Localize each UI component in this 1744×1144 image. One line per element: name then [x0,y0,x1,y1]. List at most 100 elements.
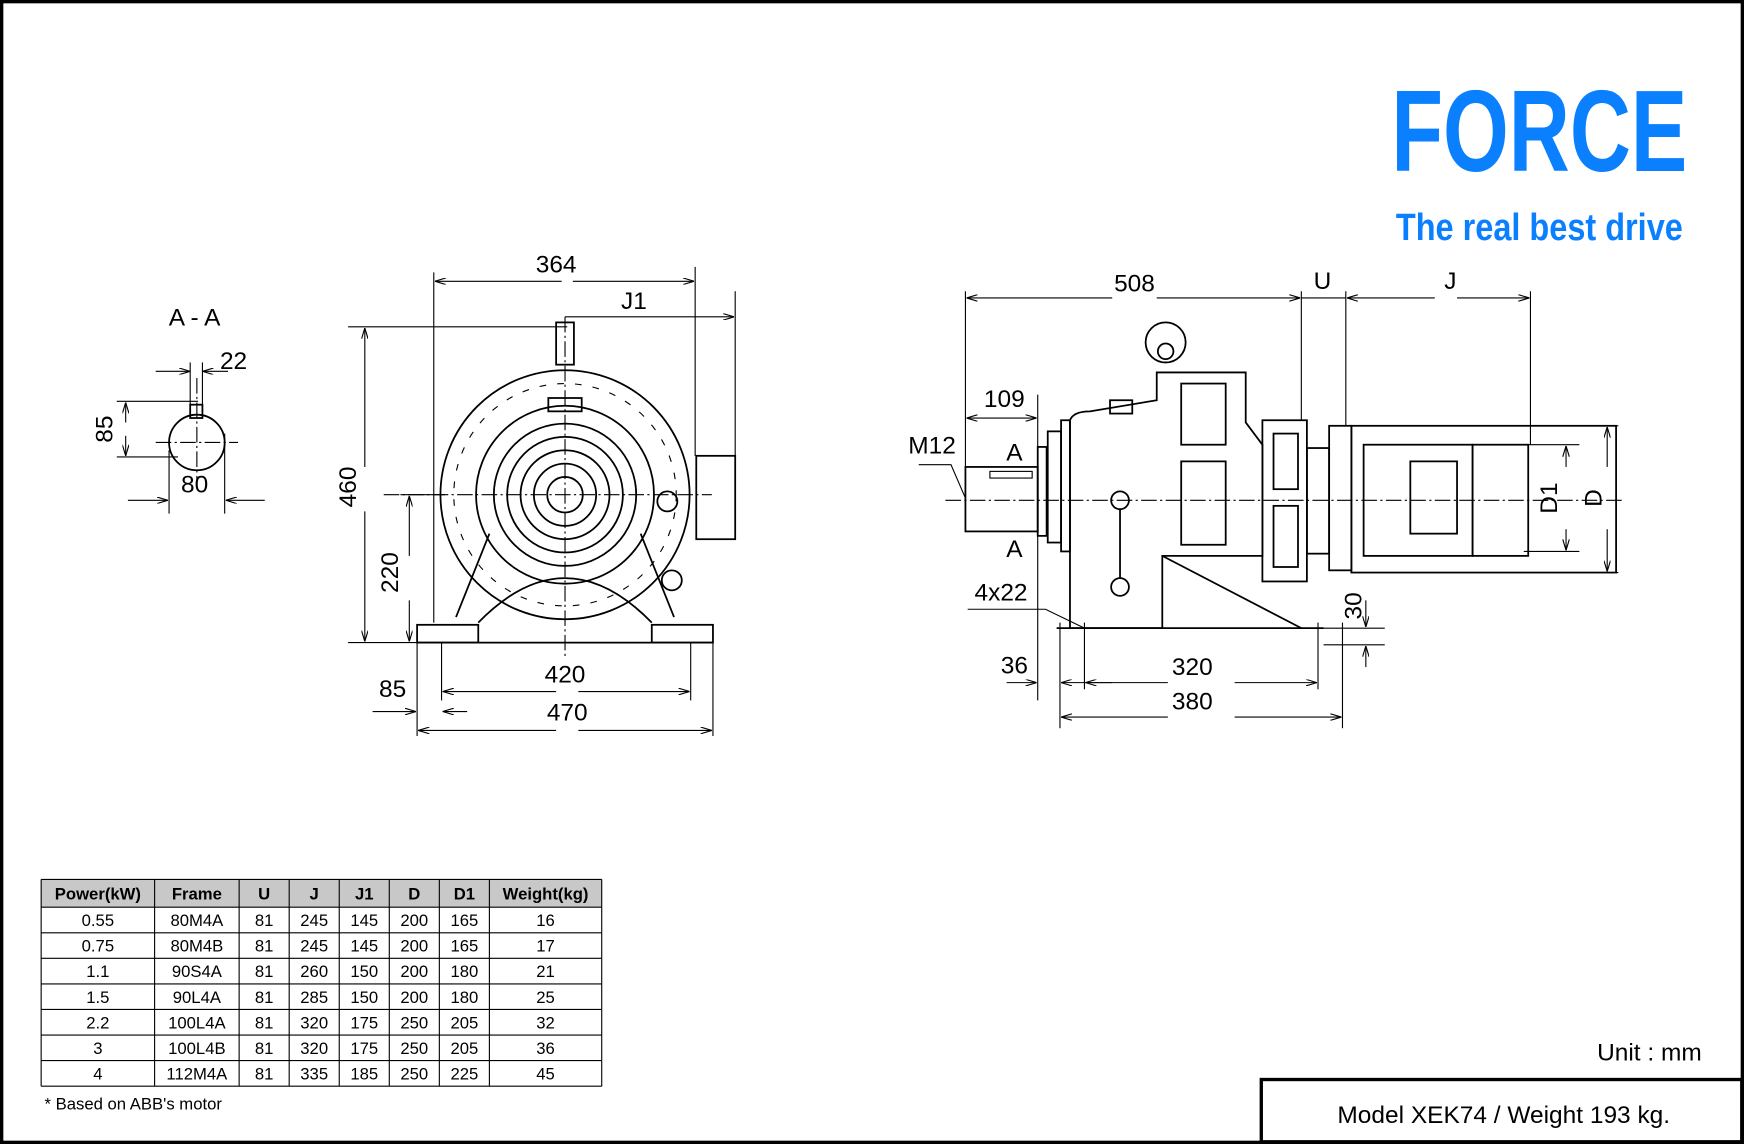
table-cell: 320 [300,1039,328,1058]
unit-label: Unit : mm [1597,1040,1702,1067]
spec-table: Power(kW) Frame U J J1 D D1 Weight(kg) 0.55 80M4A… [40,878,603,1087]
table-cell: 4 [93,1065,102,1084]
table-cell: 32 [536,1013,555,1032]
dim-front-width: 364 [536,251,577,278]
section-label: A - A [169,305,221,332]
table-cell: 145 [350,937,378,956]
table-cell: 150 [350,962,378,981]
front-view: 364 J1 460 220 420 470 85 [335,251,737,736]
table-cell: 17 [536,937,555,956]
table-header-cell: U [258,884,270,903]
table-cell: 0.75 [82,937,114,956]
dim-foot-inner: 320 [1172,654,1213,681]
table-cell: 200 [400,988,428,1007]
logo-tagline: The real best drive [1396,207,1683,249]
model-label: Model XEK74 / Weight 193 kg. [1337,1102,1670,1129]
table-cell: 205 [450,1039,478,1058]
table-cell: 200 [400,962,428,981]
dim-base-outer: 470 [547,699,588,726]
table-footnote: * Based on ABB's motor [44,1095,222,1114]
dim-base-inner: 420 [545,662,586,689]
table-header-cell: D [408,884,420,903]
table-header-cell: Frame [172,884,222,903]
table-cell: 81 [255,1039,274,1058]
table-cell: 0.55 [82,911,114,930]
table-cell: 150 [350,988,378,1007]
table-cell: 320 [300,1013,328,1032]
thread-label: M12 [908,433,956,460]
dim-foot: 85 [379,676,406,703]
force-logo: FORCE The real best drive [1391,66,1687,249]
dim-j: J [1444,268,1456,295]
table-cell: 1.1 [86,962,109,981]
table-cell: 100L4A [168,1013,226,1032]
table-cell: 165 [450,937,478,956]
table-cell: 200 [400,937,428,956]
table-cell: 245 [300,911,328,930]
table-header-cell: J [310,884,319,903]
table-header-cell: Power(kW) [55,884,141,903]
dim-shaft-length: 109 [984,386,1025,413]
table-cell: 16 [536,911,555,930]
table-cell: 81 [255,937,274,956]
table-cell: 250 [400,1013,428,1032]
table-cell: 175 [350,1039,378,1058]
dim-foot-height: 30 [1340,592,1367,619]
dim-section-diameter: 80 [181,472,208,499]
table-cell: 175 [350,1013,378,1032]
table-cell: 81 [255,911,274,930]
dim-d: D [1581,489,1608,507]
table-cell: 45 [536,1065,555,1084]
dim-foot-outer: 380 [1172,688,1213,715]
table-cell: 36 [536,1039,555,1058]
dim-u: U [1314,268,1332,295]
table-cell: 2.2 [86,1013,109,1032]
section-mark-top: A [1006,439,1023,466]
table-cell: 21 [536,962,555,981]
table-cell: 81 [255,988,274,1007]
dim-front-height: 460 [335,467,362,508]
logo-text: FORCE [1391,66,1687,196]
table-cell: 3 [93,1039,102,1058]
table-cell: 90L4A [173,988,222,1007]
table-cell: 145 [350,911,378,930]
table-header-bg [41,879,602,908]
table-cell: 100L4B [168,1039,225,1058]
table-cell: 250 [400,1039,428,1058]
table-cell: 81 [255,962,274,981]
dim-key-width: 22 [220,348,247,375]
table-cell: 205 [450,1013,478,1032]
table-cell: 285 [300,988,328,1007]
dim-d1: D1 [1536,482,1563,513]
table-cell: 180 [450,988,478,1007]
dim-section-height: 85 [91,416,118,443]
table-cell: 90S4A [172,962,223,981]
table-cell: 1.5 [86,988,109,1007]
dim-j1: J1 [621,288,647,315]
table-header-cell: D1 [454,884,475,903]
model-box [1259,1077,1744,1144]
section-a-a: A - A 22 85 80 [91,305,265,514]
table-header-cell: J1 [355,884,374,903]
table-cell: 165 [450,911,478,930]
table-cell: 81 [255,1013,274,1032]
table-cell: 335 [300,1065,328,1084]
section-mark-bottom: A [1006,536,1023,563]
table-cell: 25 [536,988,555,1007]
dim-foot-offset: 36 [1001,653,1028,680]
table-cell: 80M4A [170,911,224,930]
table-cell: 250 [400,1065,428,1084]
table-cell: 225 [450,1065,478,1084]
table-cell: 260 [300,962,328,981]
table-cell: 80M4B [170,937,223,956]
dim-holes: 4x22 [974,579,1027,606]
table-cell: 180 [450,962,478,981]
table-header-cell: Weight(kg) [503,884,589,903]
table-cell: 245 [300,937,328,956]
dim-overall-length: 508 [1114,270,1155,297]
table-cell: 200 [400,911,428,930]
dim-shaft-height: 220 [377,552,404,593]
